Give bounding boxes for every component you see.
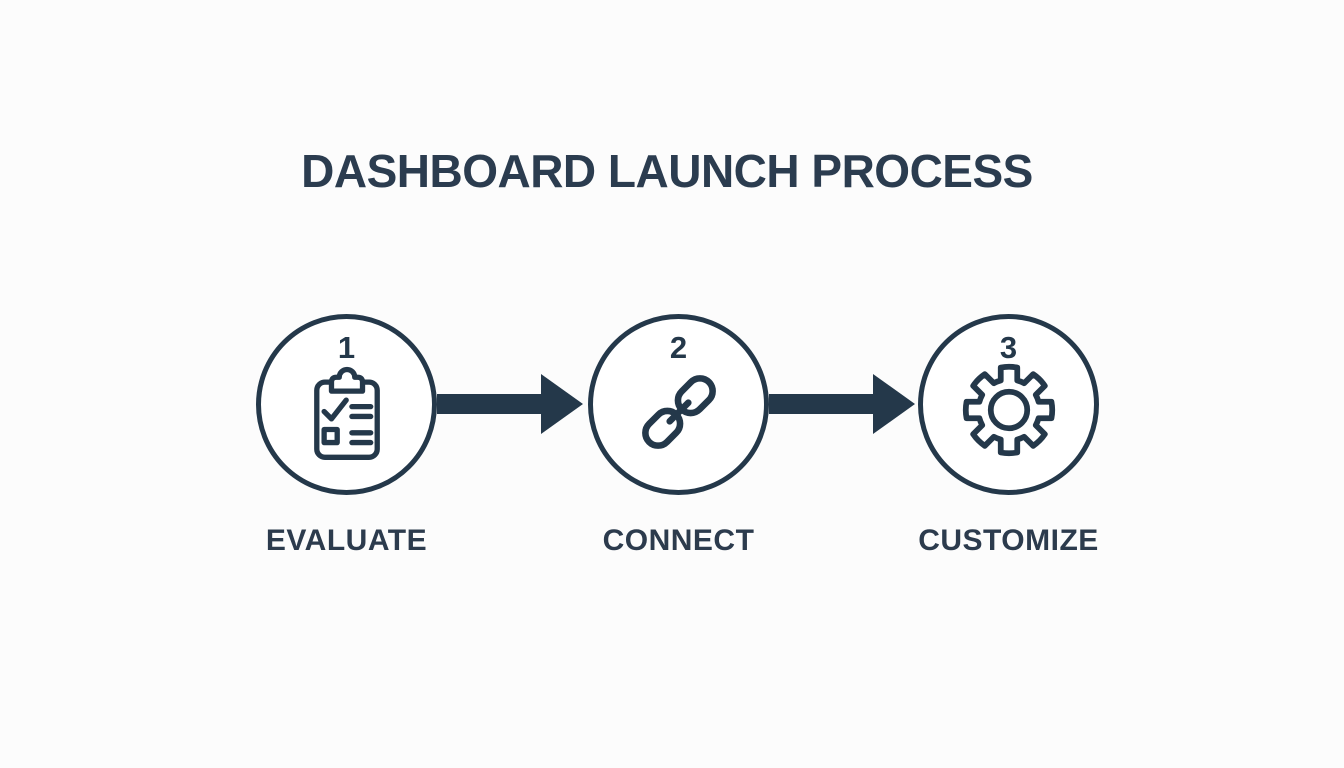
gear-icon — [923, 324, 1094, 495]
step-circle: 3 — [918, 314, 1099, 495]
step-label: CONNECT — [602, 524, 755, 557]
chain-link-icon — [593, 326, 764, 497]
step-circle: 1 — [256, 314, 437, 495]
step-number: 2 — [669, 330, 688, 365]
arrow-right-icon — [437, 374, 583, 434]
step-customize: 3 CUSTOMIZE — [918, 314, 1099, 557]
step-circle: 2 — [588, 314, 769, 495]
step-number: 1 — [337, 330, 356, 365]
page-title: DASHBOARD LAUNCH PROCESS — [301, 145, 1033, 197]
arrow-right-icon — [769, 374, 915, 434]
step-evaluate: 1 EVALUATE — [256, 314, 437, 557]
step-label: CUSTOMIZE — [918, 524, 1099, 557]
step-label: EVALUATE — [265, 524, 428, 557]
clipboard-checklist-icon — [261, 328, 432, 499]
step-connect: 2 CONNECT — [588, 314, 769, 557]
step-number: 3 — [999, 330, 1018, 365]
